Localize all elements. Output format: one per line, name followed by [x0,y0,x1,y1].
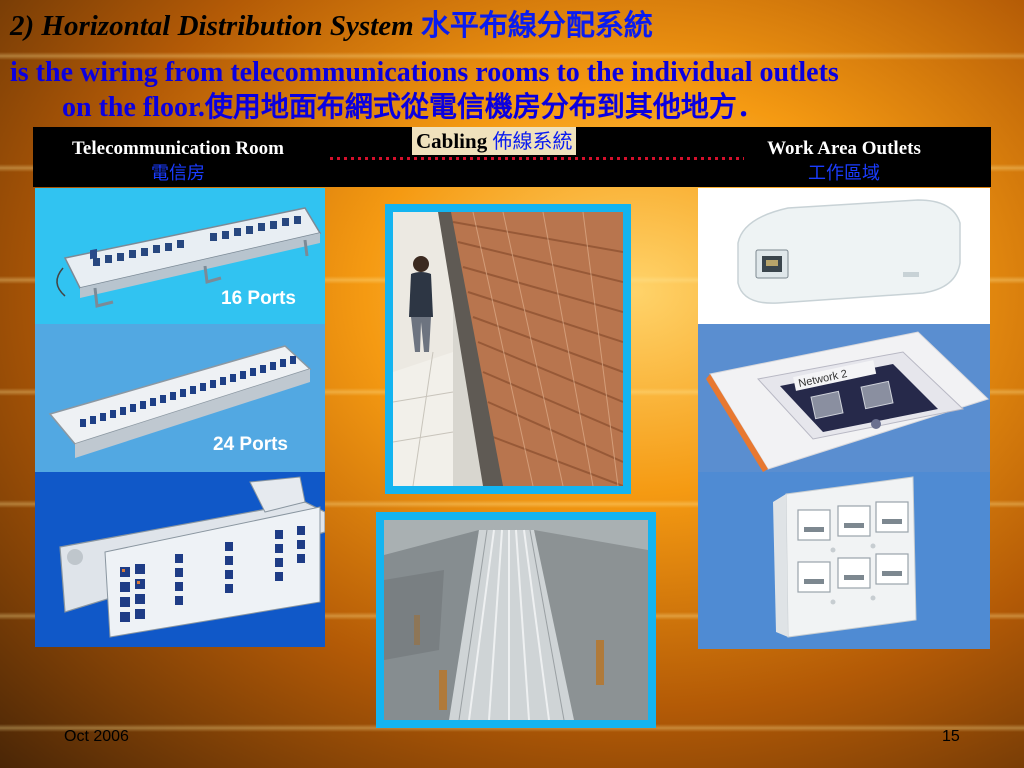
cabling-dotted-line [330,157,744,160]
patch-panel-16-image: 16 Ports [35,188,325,324]
slide-title: 2) Horizontal Distribution System 水平布線分配… [10,2,653,44]
title-zh: 水平布線分配系統 [420,8,653,42]
subtitle-line1: is the wiring from telecommunications ro… [10,57,839,88]
header-work-area-en: Work Area Outlets [767,138,921,159]
raised-floor-cabling-photo [376,512,656,728]
fiber-panel-image [35,472,325,647]
footer-page-number: 15 [942,728,960,745]
multi-port-wall-box-icon [773,476,917,638]
slide-subtitle: is the wiring from telecommunications ro… [10,56,1022,125]
network-wall-outlet-icon: Network 2 [706,331,989,472]
patch-panel-24-icon [48,345,312,458]
header-telecom-room-zh: 電信房 [151,163,205,184]
raised-floor-photo-icon [384,520,648,720]
multi-port-wall-box-image [698,472,990,649]
header-cabling: Cabling 佈線系統 [412,127,577,155]
cable-tray-photo [385,204,631,494]
header-telecom-room-en: Telecommunication Room [72,138,284,159]
ports-16-label: 16 Ports [221,288,296,309]
header-work-area-zh: 工作區域 [808,163,880,184]
header-telecom-room: Telecommunication Room 電信房 [33,136,323,186]
ports-24-label: 24 Ports [213,434,288,455]
subtitle-line2-zh: 使用地面布網式從電信機房分布到其他地方． [204,90,765,123]
cable-tray-photo-icon [393,212,623,486]
fiber-panel-icon [59,476,325,638]
patch-panel-16-icon [56,207,322,308]
subtitle-line2-en: on the floor. [62,92,205,123]
header-cabling-zh: 佈線系統 [492,129,573,153]
subtitle-line2: on the floor.使用地面布網式從電信機房分布到其他地方． [10,90,1022,125]
footer-date: Oct 2006 [64,728,129,745]
header-cabling-en: Cabling [416,129,493,153]
header-work-area: Work Area Outlets 工作區域 [698,136,990,186]
surface-outlet-icon [737,199,961,304]
network-wall-outlet-image: Network 2 [698,324,990,472]
surface-outlet-image [698,188,990,324]
patch-panel-24-image: 24 Ports [35,324,325,472]
title-en: 2) Horizontal Distribution System [10,10,421,42]
